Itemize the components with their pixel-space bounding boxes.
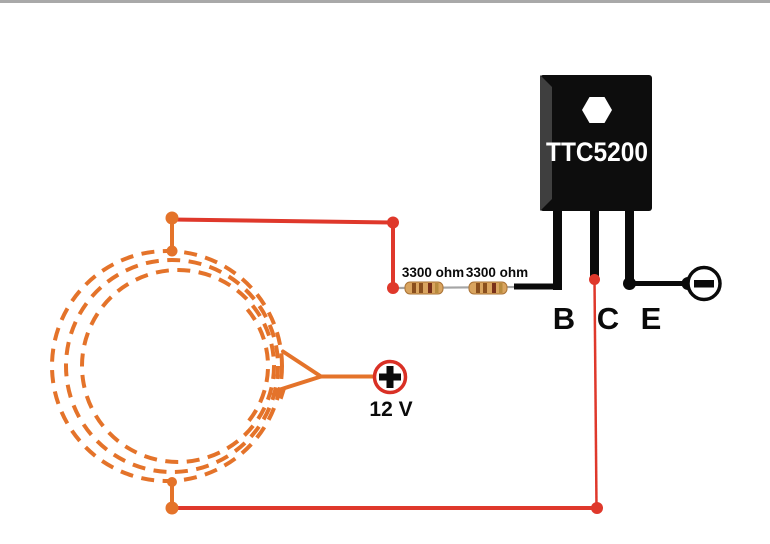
tap-arrowhead-icon xyxy=(270,385,287,400)
collector-return-wire xyxy=(593,279,598,508)
junction-dots xyxy=(165,211,695,515)
transistor-leg-base xyxy=(553,210,562,290)
resistor-2-label: 3300 ohm xyxy=(466,265,528,280)
transistor: TTC5200 xyxy=(540,75,652,290)
junction-dot xyxy=(387,216,399,229)
transistor-leg-emitter xyxy=(625,210,634,284)
junction-dot xyxy=(165,501,179,515)
coil-ring-outer xyxy=(50,249,284,483)
junction-dot xyxy=(591,502,603,514)
coil-tap xyxy=(270,349,377,400)
resistor-chain: 3300 ohm 3300 ohm xyxy=(395,265,560,295)
resistor-2: 3300 ohm xyxy=(466,265,528,295)
transistor-package-bevel xyxy=(540,75,552,211)
coil-ring-middle xyxy=(64,258,280,474)
mounting-hole-icon xyxy=(582,97,612,123)
transistor-leg-collector xyxy=(590,210,599,277)
pin-label-base: B xyxy=(553,301,575,336)
resistor-1-label: 3300 ohm xyxy=(402,265,464,280)
junction-dot xyxy=(165,211,179,225)
minus-icon xyxy=(694,280,714,288)
positive-terminal: 12 V xyxy=(369,359,413,421)
coil xyxy=(50,249,284,483)
top-border-line xyxy=(0,0,770,3)
wiring-bottom xyxy=(170,279,599,510)
pin-label-emitter: E xyxy=(641,301,662,336)
pin-labels: B C E xyxy=(553,301,662,336)
junction-dot xyxy=(166,245,178,257)
pin-label-collector: C xyxy=(597,301,619,336)
tap-upper-line xyxy=(281,349,323,379)
junction-dot xyxy=(589,274,600,285)
junction-dot xyxy=(623,277,636,290)
top-horizontal-wire xyxy=(170,217,395,225)
plus-icon xyxy=(379,366,401,388)
junction-dot xyxy=(387,282,399,294)
voltage-label: 12 V xyxy=(369,398,412,421)
junction-dot xyxy=(167,477,177,487)
transistor-part-number: TTC5200 xyxy=(546,137,648,167)
wiring-top xyxy=(170,216,395,290)
coil-ring-inner xyxy=(80,268,276,464)
negative-terminal xyxy=(686,265,722,302)
transistor-package xyxy=(540,75,652,211)
resistor-1: 3300 ohm xyxy=(402,265,464,295)
